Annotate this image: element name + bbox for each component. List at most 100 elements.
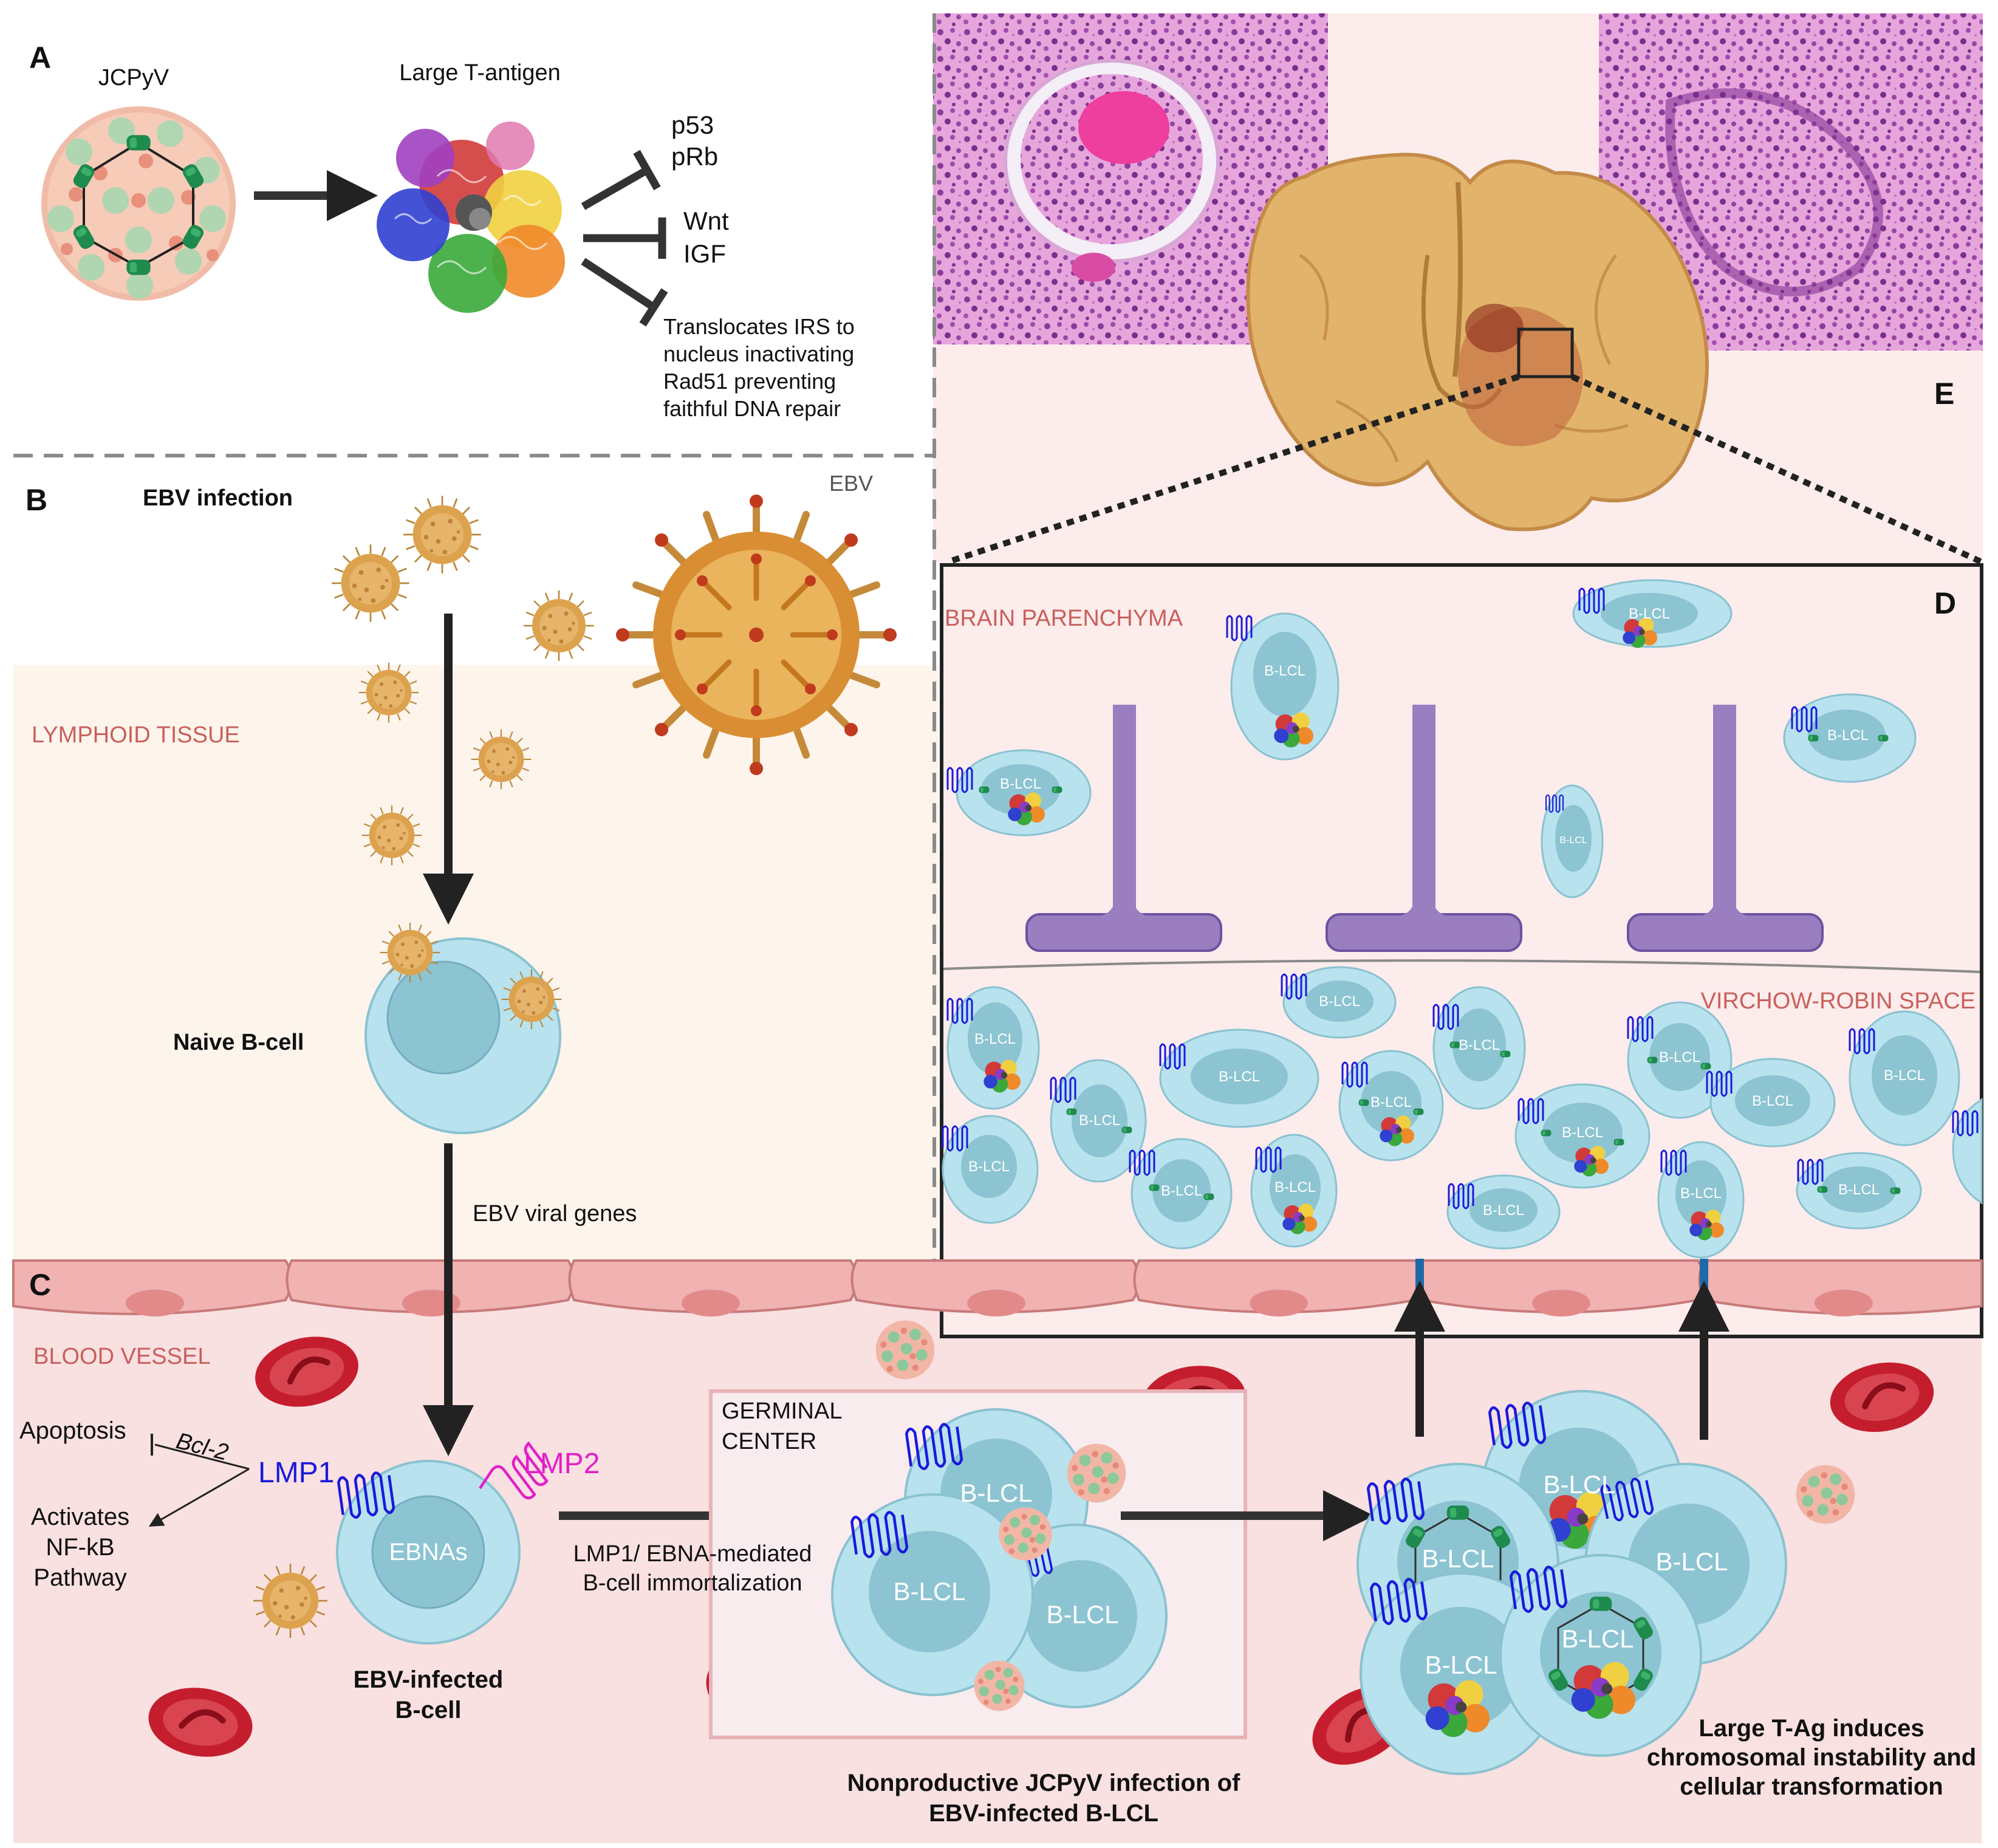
inhibit-p53-prb-bar bbox=[633, 149, 661, 191]
brain-zoom-box bbox=[1517, 327, 1574, 378]
vr-cell-3 bbox=[1050, 1059, 1147, 1183]
blcl-label: B-LCL bbox=[1838, 1182, 1880, 1198]
blood-vessel-label: BLOOD VESSEL bbox=[33, 1344, 210, 1369]
ebv-infected-line-2: B-cell bbox=[395, 1697, 462, 1723]
blcl-label: B-LCL bbox=[1559, 835, 1587, 846]
panel-label-a: A bbox=[29, 41, 51, 75]
blcl-label: B-LCL bbox=[1274, 1179, 1316, 1196]
activates-line-2: NF-kB bbox=[46, 1534, 114, 1561]
inhibit-irs-line bbox=[581, 258, 655, 310]
astrocyte-endfoot-1 bbox=[1025, 705, 1222, 952]
target-p53: p53 bbox=[671, 111, 714, 139]
activates-line-1: Activates bbox=[31, 1504, 129, 1530]
germinal-center-line-1: GERMINAL bbox=[722, 1398, 842, 1424]
ebv-virion-3 bbox=[522, 589, 595, 662]
ebv-viral-genes-label: EBV viral genes bbox=[473, 1201, 637, 1227]
inhibit-irs-bar bbox=[639, 288, 668, 327]
blcl-label: B-LCL bbox=[1425, 1651, 1497, 1679]
vr-cell-4 bbox=[1129, 1138, 1233, 1250]
ebnas-label: EBNAs bbox=[389, 1539, 468, 1566]
jcpyv-label: JCPyV bbox=[98, 65, 169, 91]
activates-line-3: Pathway bbox=[33, 1564, 126, 1591]
germinal-blcl-cells bbox=[831, 1408, 1168, 1711]
blcl-label: B-LCL bbox=[1000, 776, 1041, 792]
vr-cell-11 bbox=[1514, 1083, 1651, 1189]
immortalization-line-1: LMP1/ EBNA-mediated bbox=[573, 1541, 812, 1567]
blcl-label: B-LCL bbox=[1079, 1112, 1120, 1129]
irs-note-line-4: faithful DNA repair bbox=[663, 396, 841, 421]
vr-cell-9 bbox=[1432, 986, 1526, 1110]
large-t-antigen-structure bbox=[377, 121, 565, 313]
vr-cell-7 bbox=[1281, 966, 1397, 1039]
panel-label-c: C bbox=[29, 1268, 51, 1302]
blcl-label: B-LCL bbox=[1046, 1600, 1118, 1629]
irs-note-line-2: nucleus inactivating bbox=[663, 341, 854, 366]
ebv-free-c bbox=[252, 1562, 329, 1639]
hemorrhage-core bbox=[1078, 91, 1169, 164]
vr-cell-6 bbox=[1250, 1134, 1338, 1248]
histology-small-vessel bbox=[1072, 253, 1115, 282]
blcl-label: B-LCL bbox=[1629, 606, 1670, 622]
blcl-label: B-LCL bbox=[1562, 1124, 1603, 1141]
blcl-label: B-LCL bbox=[1264, 663, 1305, 679]
ebv-infected-line-1: EBV-infected bbox=[354, 1666, 504, 1693]
irs-note-line-1: Translocates IRS to bbox=[663, 314, 855, 339]
target-prb: pRb bbox=[671, 142, 718, 171]
bcl2-inhibit-line bbox=[154, 1443, 250, 1470]
blcl-label: B-LCL bbox=[1219, 1069, 1260, 1085]
brain-parenchyma-label: BRAIN PARENCHYMA bbox=[945, 606, 1183, 631]
ebv-virion-large bbox=[616, 495, 897, 775]
transform-line-2: chromosomal instability and bbox=[1647, 1744, 1976, 1771]
blcl-label: B-LCL bbox=[1884, 1067, 1925, 1084]
astrocyte-endfoot-3 bbox=[1627, 705, 1824, 952]
ebv-infected-b-cell bbox=[336, 1441, 549, 1644]
blcl-label: B-LCL bbox=[1561, 1624, 1634, 1653]
vr-cell-10 bbox=[1446, 1174, 1561, 1250]
ebv-virion-5 bbox=[470, 728, 532, 790]
nfkb-activate-line bbox=[148, 1468, 250, 1527]
vr-cell-17 bbox=[1952, 1098, 1983, 1205]
blcl-label: B-LCL bbox=[1827, 727, 1869, 744]
transform-line-3: cellular transformation bbox=[1680, 1773, 1943, 1800]
blcl-label: B-LCL bbox=[1422, 1544, 1494, 1573]
vr-cell-1 bbox=[946, 986, 1040, 1110]
virchow-robin-label: VIRCHOW-ROBIN SPACE bbox=[1700, 988, 1976, 1014]
parenchyma-cell-5 bbox=[1541, 784, 1604, 898]
blcl-label: B-LCL bbox=[893, 1577, 965, 1606]
zoom-line-left bbox=[946, 374, 1520, 565]
jcpyv-virion bbox=[41, 106, 236, 301]
naive-b-cell bbox=[364, 937, 561, 1134]
ebv-label: EBV bbox=[829, 471, 873, 496]
ebv-virion-2 bbox=[402, 495, 482, 575]
blcl-label: B-LCL bbox=[1319, 993, 1360, 1010]
blcl-label: B-LCL bbox=[968, 1158, 1010, 1175]
blcl-label: B-LCL bbox=[1483, 1202, 1524, 1219]
glia-limitans-boundary bbox=[941, 959, 1982, 973]
vr-cell-13 bbox=[1657, 1141, 1745, 1259]
blcl-label: B-LCL bbox=[960, 1479, 1032, 1507]
vr-cell-15 bbox=[1796, 1152, 1922, 1230]
irs-note-line-3: Rad51 preventing bbox=[663, 369, 836, 394]
nonproductive-line-1: Nonproductive JCPyV infection of bbox=[847, 1770, 1240, 1796]
endothelium bbox=[12, 1259, 1983, 1316]
parenchyma-cell-2 bbox=[946, 749, 1092, 837]
blcl-label: B-LCL bbox=[1459, 1037, 1500, 1053]
blcl-label: B-LCL bbox=[974, 1031, 1016, 1047]
vr-cell-14 bbox=[1706, 1058, 1836, 1148]
ebv-infection-title: EBV infection bbox=[143, 485, 293, 511]
blcl-label: B-LCL bbox=[1543, 1470, 1615, 1499]
nonproductive-line-2: EBV-infected B-LCL bbox=[929, 1800, 1158, 1827]
parenchyma-cell-4 bbox=[1783, 693, 1917, 783]
germinal-center-line-2: CENTER bbox=[722, 1429, 816, 1454]
blcl-label: B-LCL bbox=[1161, 1183, 1202, 1199]
blcl-label: B-LCL bbox=[1370, 1094, 1412, 1111]
ebv-virion-6 bbox=[361, 804, 423, 866]
vr-cell-2 bbox=[942, 1115, 1039, 1224]
lmp2-receptor bbox=[479, 1441, 549, 1500]
transformed-blcl-cluster bbox=[1357, 1390, 1787, 1775]
panel-d-frame bbox=[940, 563, 1983, 1338]
lmp1-label: LMP1 bbox=[258, 1457, 334, 1489]
panel-label-b: B bbox=[26, 483, 47, 517]
